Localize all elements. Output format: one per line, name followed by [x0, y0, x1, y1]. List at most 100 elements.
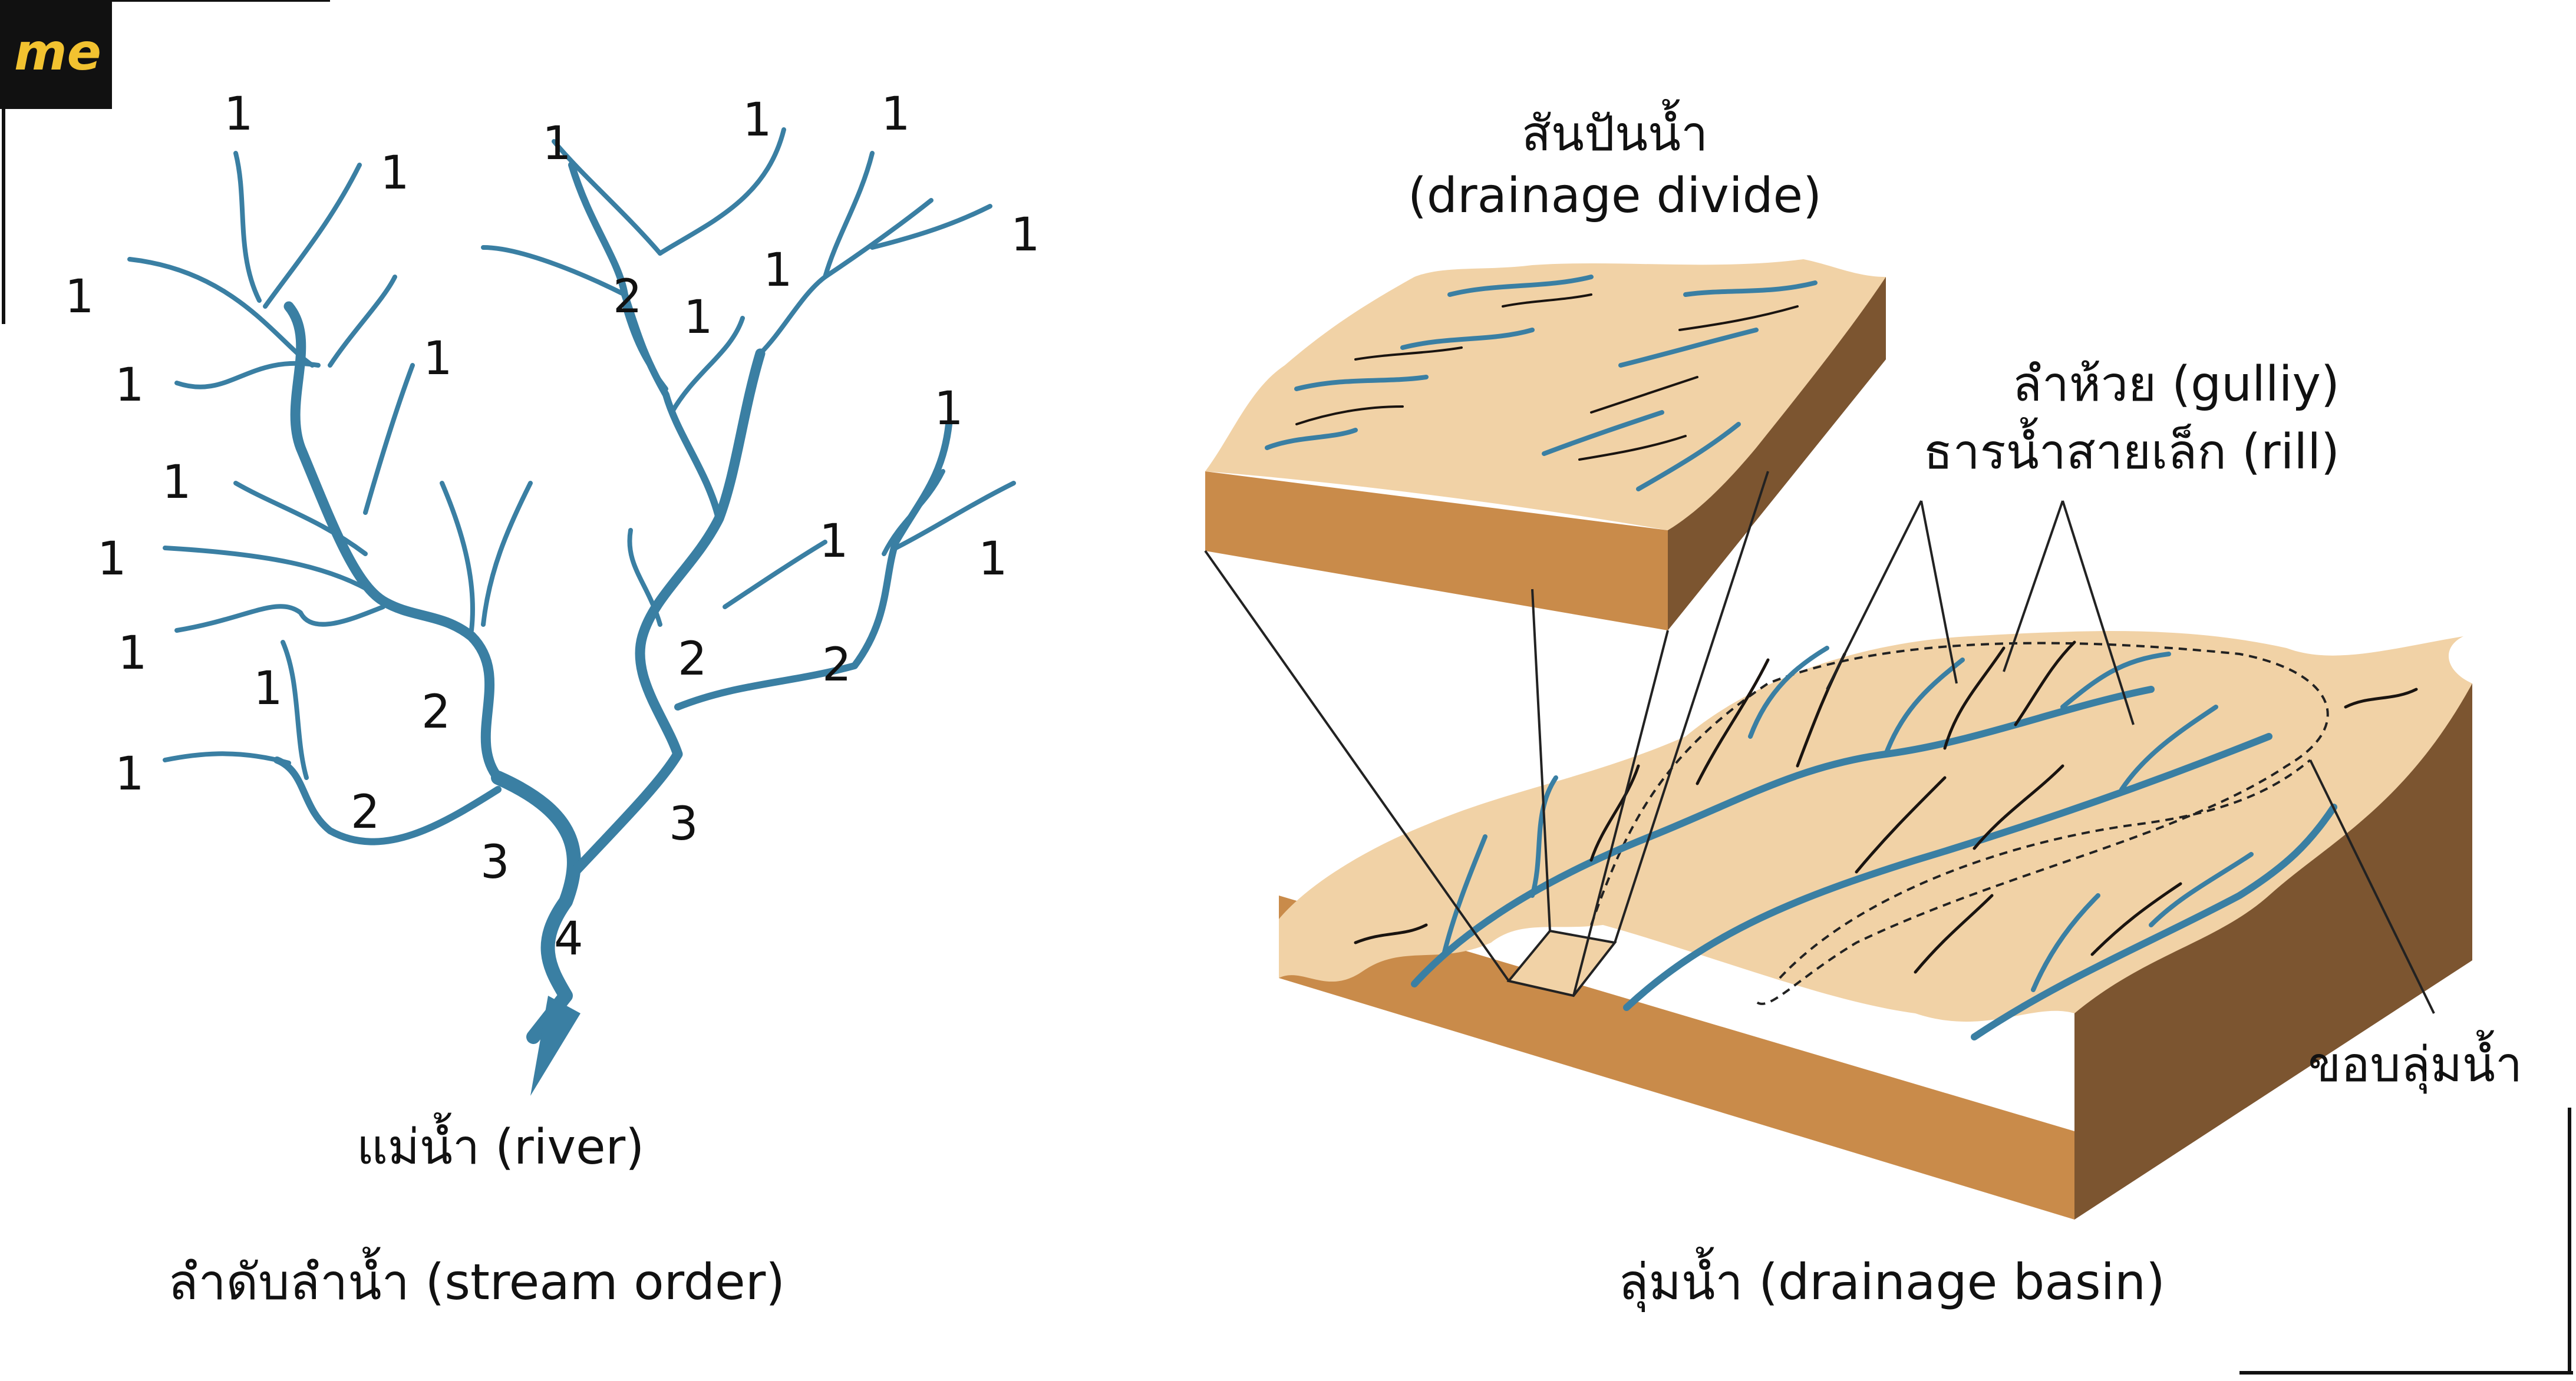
- drainage-basin-caption: ลุ่มน้ำ (drainage basin): [1618, 1247, 2165, 1313]
- order-label: 1: [97, 533, 127, 586]
- stream-order-3-right: [569, 348, 766, 877]
- stream-order-1: [163, 751, 291, 765]
- inset-stream: [1618, 328, 1759, 368]
- order-label: 1: [1011, 209, 1040, 262]
- inset-rill: [1578, 435, 1687, 461]
- basin-rills: [1354, 640, 2418, 974]
- stream-order-2-right: [674, 421, 952, 711]
- gully-leader: [1826, 500, 1922, 690]
- basin-rill: [1354, 923, 1428, 944]
- inset-stream: [1447, 275, 1594, 297]
- basin-rill: [2090, 882, 2182, 956]
- order-label: 1: [978, 533, 1008, 586]
- stream-order-1: [174, 361, 321, 389]
- order-label: 1: [118, 627, 147, 680]
- rill-leader: [2003, 500, 2064, 672]
- stream-order-1: [328, 275, 397, 368]
- edge-leader: [2309, 759, 2435, 1014]
- basin-tributary: [2119, 705, 2218, 792]
- basin-top-surface: [1279, 631, 2472, 1022]
- stream-order-1: [127, 257, 315, 368]
- inset-stream: [1294, 375, 1429, 391]
- basin-rill: [1855, 776, 1947, 874]
- order-label: 1: [115, 359, 144, 412]
- order-label: 4: [554, 913, 583, 966]
- inset-rill: [1678, 305, 1799, 331]
- order-label: 1: [423, 332, 453, 385]
- basin-tributary: [2031, 893, 2100, 992]
- basin-tributary: [1748, 646, 1829, 739]
- basin-edge-label: ขอบลุ่มน้ำ: [2308, 1030, 2522, 1094]
- logo-text: me: [14, 23, 101, 82]
- inset-rill: [1295, 405, 1404, 425]
- stream-order-3-left: [283, 301, 503, 783]
- stream-order-labels: 1 1 1 1 1 1 1 1 1 1 1 1 1 1 1 1 1 1 1 1 …: [65, 88, 1040, 966]
- inset-rill: [1590, 376, 1698, 414]
- basin-tributary: [1884, 658, 1965, 756]
- order-label: 1: [224, 88, 253, 141]
- order-label: 1: [162, 456, 192, 509]
- order-label: 1: [380, 147, 410, 200]
- order-label: 1: [881, 88, 911, 141]
- basin-streams: [1411, 646, 2337, 1040]
- order-label: 1: [115, 748, 144, 801]
- order-label: 2: [421, 686, 451, 739]
- inset-streams: [1265, 275, 1818, 491]
- logo: me: [0, 0, 112, 109]
- inset-rills: [1295, 293, 1799, 461]
- basin-rill: [1943, 646, 2006, 750]
- drainage-basin-diagram: [1204, 259, 2472, 1220]
- rill-label: ธารน้ำสายเล็ก (rill): [1924, 417, 2340, 480]
- stream-order-1: [174, 604, 385, 633]
- stream-order-1: [363, 363, 415, 515]
- order-label: 3: [480, 836, 510, 889]
- basin-side-face: [2074, 683, 2472, 1220]
- basin-rill: [1589, 764, 1640, 862]
- zoom-connector-line: [1531, 589, 1551, 931]
- leader-lines: [1826, 500, 2435, 1014]
- inset-stream: [1636, 422, 1741, 491]
- inset-front-face: [1205, 471, 1668, 630]
- basin-rill: [2344, 688, 2418, 709]
- basin-tributary: [1442, 834, 1487, 957]
- inset-rill: [1354, 346, 1463, 361]
- stream-order-1: [669, 316, 745, 415]
- basin-rill: [1914, 894, 1994, 974]
- stream-order-1: [823, 198, 934, 279]
- zoom-connector-line: [1614, 471, 1769, 943]
- order-label: 2: [822, 639, 852, 692]
- stream-order-caption: ลำดับลำน้ำ (stream order): [168, 1247, 785, 1311]
- stream-order-1: [481, 481, 533, 627]
- stream-order-1: [627, 528, 662, 627]
- order-label: 1: [253, 662, 283, 715]
- stream-order-2-lower-left: [273, 756, 502, 845]
- stream-order-1: [481, 245, 627, 297]
- basin-tributary: [2060, 652, 2171, 709]
- inset-stream: [1683, 280, 1818, 297]
- basin-main-stream: [1971, 804, 2337, 1040]
- stream-order-1: [658, 127, 786, 256]
- gully-label: ลำห้วย (gulliy): [2013, 356, 2340, 412]
- basin-main-stream: [1411, 686, 2155, 987]
- stream-order-1: [882, 469, 945, 556]
- order-label: 1: [934, 382, 964, 435]
- inset-top-surface: [1205, 259, 1886, 530]
- sub-basin-divide: [1779, 759, 2311, 979]
- basin-tributary: [1530, 775, 1558, 898]
- inset-stream: [1400, 328, 1535, 350]
- basin-main-stream: [1623, 733, 2272, 1011]
- order-label: 1: [684, 291, 713, 344]
- order-label: 1: [763, 244, 793, 297]
- inset-stream: [1542, 410, 1664, 456]
- river-label: แม่น้ำ (river): [357, 1112, 644, 1175]
- stream-order-1: [622, 304, 668, 391]
- stream-order-1: [281, 640, 309, 780]
- stream-order-1: [893, 481, 1016, 550]
- stream-order-1: [723, 540, 827, 609]
- basin-rill: [2014, 640, 2076, 726]
- basin-rill: [1973, 764, 2064, 850]
- zoom-connector-line: [1204, 550, 1510, 982]
- stream-order-1: [440, 481, 475, 633]
